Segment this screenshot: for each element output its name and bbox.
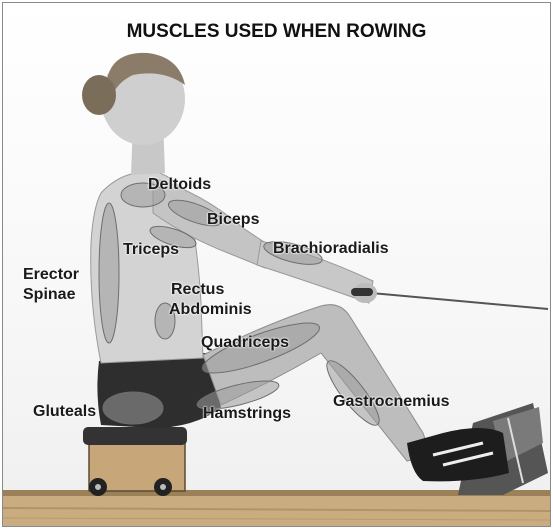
label-quadriceps: Quadriceps <box>201 333 289 353</box>
label-erector-line1: Erector <box>23 265 103 285</box>
label-biceps: Biceps <box>207 210 259 230</box>
label-rectus-line1: Rectus <box>169 280 279 300</box>
label-gastrocnemius: Gastrocnemius <box>333 392 449 412</box>
label-hamstrings: Hamstrings <box>203 404 291 424</box>
label-triceps: Triceps <box>123 240 179 260</box>
label-deltoids: Deltoids <box>148 175 211 195</box>
label-rectus-abdominis: Rectus Abdominis <box>169 280 279 320</box>
label-erector-spinae: Erector Spinae <box>23 265 103 305</box>
cable <box>371 293 548 309</box>
gluteal-muscle <box>103 392 163 424</box>
label-gluteals: Gluteals <box>33 402 96 422</box>
label-erector-line2: Spinae <box>23 285 103 305</box>
label-brachioradialis: Brachioradialis <box>273 239 389 259</box>
label-rectus-line2: Abdominis <box>169 300 279 320</box>
rowing-seat <box>83 427 187 496</box>
